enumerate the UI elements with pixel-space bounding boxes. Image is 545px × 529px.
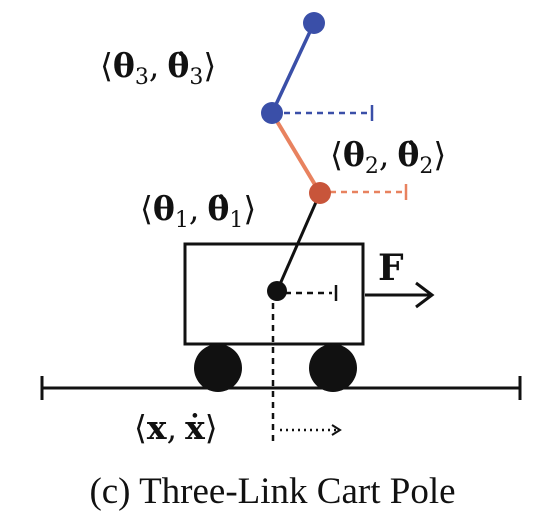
cart-state-label: ⟨x,ẋ⟩ xyxy=(134,408,218,447)
link-3-state-label: ⟨θ3,θ̇3⟩ xyxy=(100,46,216,90)
link-2-joint xyxy=(309,182,331,204)
link-1-rod xyxy=(275,192,322,292)
link-3-joint xyxy=(261,102,283,124)
figure-caption: (c) Three-Link Cart Pole xyxy=(89,471,456,512)
cart-velocity-arrow xyxy=(280,424,342,436)
link-3-tip xyxy=(303,12,325,34)
ground-track xyxy=(40,376,522,400)
force-arrow xyxy=(365,281,435,309)
force-label: F xyxy=(378,247,404,289)
cart-wheel-right xyxy=(309,344,357,392)
link-1-reference-line xyxy=(285,285,338,301)
link-1-state-label: ⟨θ1,θ̇1⟩ xyxy=(140,189,256,233)
link-2-rod xyxy=(270,111,322,195)
link-3-reference-line xyxy=(284,105,374,121)
link-1-joint xyxy=(267,281,287,301)
cart-wheel-left xyxy=(194,344,242,392)
link-3-rod xyxy=(270,22,316,114)
cart-body xyxy=(183,242,365,346)
link-2-state-label: ⟨θ2,θ̇2⟩ xyxy=(330,135,446,179)
link-2-reference-line xyxy=(330,184,408,200)
